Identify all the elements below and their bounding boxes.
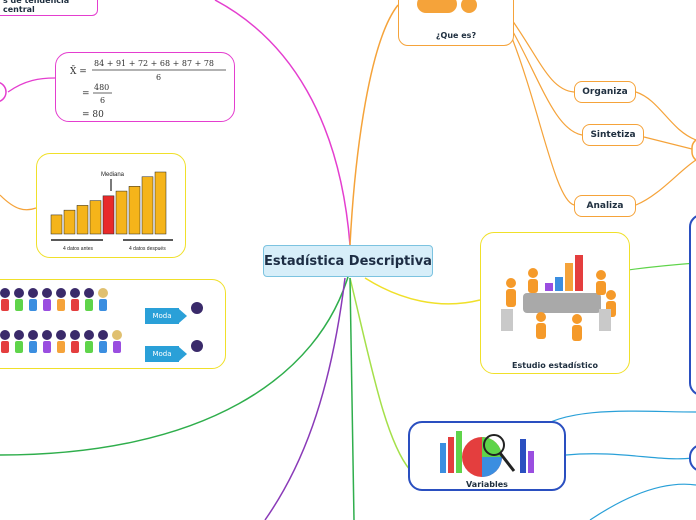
moda-label-2: Moda [145, 346, 179, 362]
mediana-bar [76, 205, 89, 235]
que-es-node[interactable]: ¿Que es? [398, 0, 514, 46]
connector-blue-right-2 [565, 453, 693, 460]
connector-orange-right-3 [635, 159, 696, 206]
connector-orange-right-2 [643, 136, 696, 151]
formula-eq-2: = [82, 89, 90, 99]
connector-orange-analiza [511, 37, 575, 206]
central-topic-label: Estadística Descriptiva [264, 253, 432, 269]
connector-purple-down [264, 277, 346, 520]
moda-node[interactable]: Moda Moda [0, 279, 226, 369]
connector-green-down [349, 277, 355, 520]
connector-orange-right-1 [635, 91, 696, 141]
left-bracket-label: 4 datos antes [63, 246, 94, 252]
topic-organiza-label: Organiza [582, 87, 628, 97]
child-figure-icon [83, 288, 95, 318]
child-figure-icon [55, 330, 67, 360]
central-topic[interactable]: Estadística Descriptiva [263, 245, 433, 277]
que-es-label: ¿Que es? [435, 31, 477, 40]
variables-label: Variables [466, 480, 508, 489]
estudio-label: Estudio estadístico [512, 361, 598, 370]
mediana-bar [128, 186, 141, 235]
connector-green-variables [349, 277, 411, 471]
child-figure-icon [27, 288, 39, 318]
connector-pink-lower [0, 269, 351, 456]
topic-sintetiza[interactable]: Sintetiza [582, 124, 644, 146]
mediana-bar [115, 190, 128, 235]
connector-orange-organiza [511, 19, 575, 93]
formula-line3: = 80 [82, 110, 104, 120]
mediana-chart: Mediana 4 datos antes 4 datos después [50, 171, 173, 252]
child-figure-icon [69, 288, 81, 318]
connector-blue-right-3 [589, 483, 696, 520]
connector-yellow [364, 277, 481, 305]
formula-line1-num: 84 + 91 + 72 + 68 + 87 + 78 [94, 59, 214, 68]
child-figure-icon [13, 330, 25, 360]
formula-line1-den: 6 [156, 73, 161, 82]
child-figure-icon [41, 330, 53, 360]
medidas-node[interactable]: s de tendencia central [0, 0, 98, 16]
medidas-label: s de tendencia central [3, 0, 70, 14]
moda-label-1: Moda [145, 308, 179, 324]
topic-analiza[interactable]: Analiza [574, 195, 636, 217]
right-bracket-label: 4 datos después [129, 246, 166, 252]
child-figure-icon [69, 330, 81, 360]
child-figure-icon [83, 330, 95, 360]
child-figure-icon [41, 288, 53, 318]
moda-result-1-icon [191, 302, 203, 314]
topic-analiza-label: Analiza [586, 201, 624, 211]
mediana-title: Mediana [101, 172, 125, 178]
meeting-icon [501, 255, 616, 341]
connector-pink-formula [7, 77, 56, 93]
mediana-bar-median [102, 195, 115, 235]
topic-organiza[interactable]: Organiza [574, 81, 636, 103]
child-figure-icon [13, 288, 25, 318]
estudio-node[interactable]: Estudio estadístico [480, 232, 630, 374]
child-figure-icon [97, 288, 109, 318]
mediana-bar [63, 209, 76, 235]
moda-result-2-icon [191, 340, 203, 352]
moda-arrow-2-icon [179, 347, 187, 361]
mediana-bar [50, 214, 63, 235]
topic-sintetiza-label: Sintetiza [590, 130, 636, 140]
formula-line2-den: 6 [100, 96, 105, 105]
mediana-bar [89, 200, 102, 235]
media-formula-node[interactable]: X̄ = 84 + 91 + 72 + 68 + 87 + 78 6 = 480… [55, 52, 235, 122]
partial-node-right-lower [689, 445, 696, 471]
formula-lhs: X̄ = [70, 65, 87, 77]
mediana-bar [154, 171, 167, 235]
mediana-bar [141, 176, 154, 235]
child-figure-icon [27, 330, 39, 360]
partial-node-left-pink [0, 82, 7, 102]
question-icon [417, 0, 457, 13]
connector-orange-sintetiza [511, 29, 583, 136]
child-figure-icon [111, 330, 123, 360]
child-figure-icon [55, 288, 67, 318]
connector-orange-chart [0, 194, 37, 211]
question-dot-icon [461, 0, 477, 13]
partial-node-right-middle [689, 215, 696, 395]
mediana-node[interactable]: Mediana 4 datos antes 4 datos después [36, 153, 186, 258]
moda-arrow-1-icon [179, 309, 187, 323]
child-figure-icon [97, 330, 109, 360]
media-formula: X̄ = 84 + 91 + 72 + 68 + 87 + 78 6 = 480… [70, 59, 226, 120]
analysis-chart-icon [440, 431, 534, 477]
connector-orange-queEs [349, 4, 399, 246]
variables-node[interactable]: Variables [408, 421, 566, 491]
partial-node-right-top [691, 139, 696, 161]
connector-pink [214, 0, 351, 246]
child-figure-icon [0, 330, 11, 360]
formula-line2-num: 480 [94, 83, 109, 92]
child-figure-icon [0, 288, 11, 318]
